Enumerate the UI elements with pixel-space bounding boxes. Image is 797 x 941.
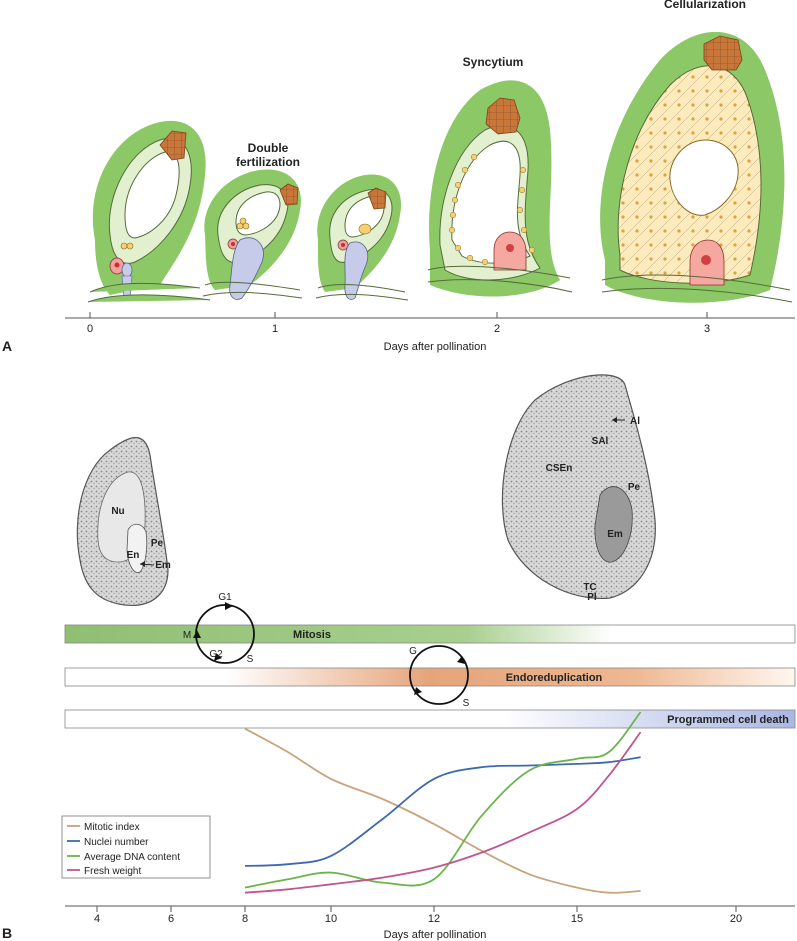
syncytial-nuclei [448,153,536,266]
micro-early-en: En [127,550,140,561]
x-tick-20: 20 [730,913,742,925]
panel-a-tick-1: 1 [272,323,278,335]
x-tick-4: 4 [94,913,100,925]
panel-a-letter: A [2,338,12,354]
micro-late-sal: SAl [592,436,609,447]
endoreduplication-bar-label: Endoreduplication [506,672,603,684]
double-fertilization-label-line2: fertilization [236,155,300,169]
chart-x-axis-title: Days after pollination [384,929,487,941]
legend-average-dna-content: Average DNA content [84,852,180,863]
series-line-fresh-weight [244,731,642,894]
panel-a-tick-0: 0 [87,323,93,335]
x-tick-10: 10 [325,913,337,925]
endoreduplication-cell-cycle-diagram: G S [409,645,470,709]
x-tick-15: 15 [571,913,583,925]
chart-x-axis: 4 6 8 10 12 15 20 Days after pollination [65,905,795,941]
micrograph-early: Nu Pe En Em [76,437,171,607]
series-line-average-dna-content [244,711,642,889]
panel-a-axis-title: Days after pollination [384,341,487,353]
micro-late-pl: Pl [587,592,597,603]
ovule-day0 [87,120,211,303]
panel-b: Nu Pe En Em Al SAl CSEn Pe Em TC Pl Mito… [2,374,796,941]
ovule-day1-b [315,174,409,301]
cycle-m: M [183,630,191,641]
endo-cycle-s: S [463,698,470,709]
cycle-s: S [247,654,254,665]
ovule-day1-a [202,169,303,300]
cellularization-label: Cellularization [664,0,746,11]
chart-series [244,711,642,894]
chart-legend: Mitotic index Nuclei number Average DNA … [61,815,211,879]
endo-cycle-g: G [409,646,417,657]
ovule-day3-cellularization [600,31,793,303]
micro-early-em: Em [155,560,171,571]
programmed-cell-death-bar [64,709,796,729]
mitosis-bar [64,624,796,644]
panel-a-tick-2: 2 [494,323,500,335]
panel-a-tick-3: 3 [704,323,710,335]
syncytium-label: Syncytium [463,55,524,69]
phase-bars: Mitosis Endoreduplication Programmed cel… [64,624,796,729]
micro-late-csen: CSEn [546,463,573,474]
micro-late-al: Al [630,416,640,427]
growth-chart: Mitotic index Nuclei number Average DNA … [61,711,795,941]
ovule-day2-syncytium [427,80,573,297]
micro-early-pe: Pe [151,538,164,549]
micro-late-em: Em [607,529,623,540]
x-tick-8: 8 [242,913,248,925]
programmed-cell-death-bar-label: Programmed cell death [667,714,789,726]
micro-late-pe: Pe [628,482,641,493]
cycle-g2: G2 [209,649,223,660]
double-fertilization-label-line1: Double [248,141,289,155]
cycle-g1: G1 [218,592,232,603]
x-tick-6: 6 [168,913,174,925]
mitotic-cell-cycle-diagram: G1 M G2 S [183,592,255,665]
panel-b-letter: B [2,925,12,941]
legend-fresh-weight: Fresh weight [84,866,141,877]
x-tick-12: 12 [428,913,440,925]
series-line-mitotic-index [244,727,641,894]
micro-early-nu: Nu [111,506,124,517]
panel-a-axis: 0 1 2 3 Days after pollination [65,312,795,353]
series-line-nuclei-number [244,756,641,867]
micro-late-tc: TC [583,582,596,593]
mitosis-bar-label: Mitosis [293,629,331,641]
micrograph-late: Al SAl CSEn Pe Em TC Pl [501,374,656,603]
legend-mitotic-index: Mitotic index [84,822,140,833]
endoreduplication-bar [64,667,796,687]
panel-a: Double fertilization Syncytium Cellulari… [2,0,795,354]
legend-nuclei-number: Nuclei number [84,837,149,848]
